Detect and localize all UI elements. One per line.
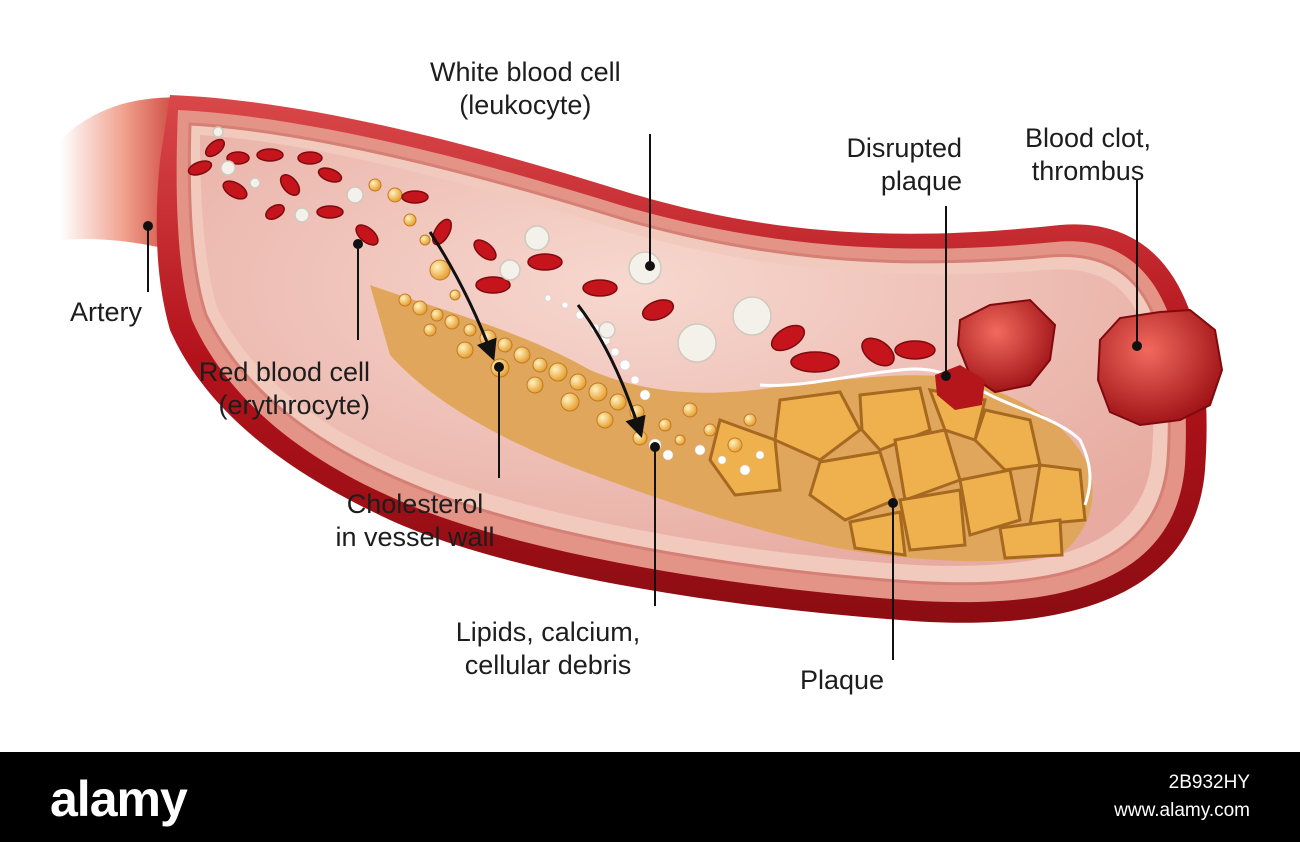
label-disrupted-plaque: Disrupted plaque <box>846 133 962 196</box>
stock-footer-bar: alamy 2B932HY www.alamy.com <box>0 752 1300 842</box>
plaque-polygons <box>708 386 1087 560</box>
white-blood-cells <box>212 126 772 363</box>
arrow-into-wall-2 <box>576 304 646 439</box>
label-red-blood-cell: Red blood cell (erythrocyte) <box>198 357 370 420</box>
stock-url: www.alamy.com <box>1114 800 1250 821</box>
label-lipids: Lipids, calcium, cellular debris <box>455 617 641 680</box>
leader-lines <box>143 134 1142 660</box>
rupture-line <box>759 367 1092 506</box>
label-artery: Artery <box>70 297 143 327</box>
label-cholesterol: Cholesterol in vessel wall <box>335 489 495 552</box>
red-blood-cells <box>187 138 936 373</box>
cholesterol-globules <box>368 178 757 453</box>
label-white-blood-cell: White blood cell (leukocyte) <box>430 57 621 120</box>
artery-illustration <box>60 95 1224 660</box>
stock-image-id: 2B932HY <box>1168 772 1250 793</box>
label-blood-clot: Blood clot, thrombus <box>1024 123 1152 186</box>
thrombus-clot <box>1096 308 1224 427</box>
diagram-stage: White blood cell (leukocyte) Artery Red … <box>60 57 1224 695</box>
disrupted-plaque-clot <box>956 298 1057 394</box>
arrow-into-wall-1 <box>428 231 497 361</box>
alamy-logo: alamy <box>50 771 188 827</box>
label-plaque: Plaque <box>800 665 885 695</box>
